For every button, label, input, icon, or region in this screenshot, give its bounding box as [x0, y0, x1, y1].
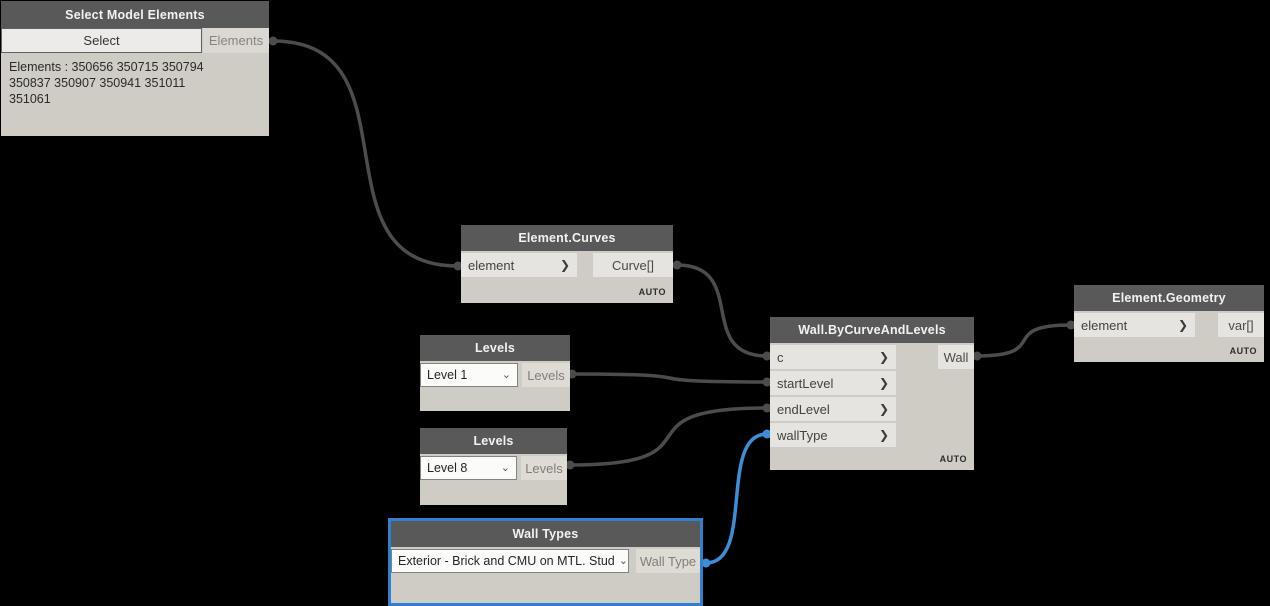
wire-elements-to-elementcurves[interactable]	[271, 39, 460, 268]
port-dot-startlevel-in[interactable]	[762, 377, 772, 387]
node-header[interactable]: Element.Curves	[461, 225, 673, 251]
input-port-walltype[interactable]: wallType ❯	[770, 423, 896, 447]
node-header[interactable]: Wall.ByCurveAndLevels	[770, 317, 974, 343]
node-title: Levels	[473, 434, 514, 448]
node-header[interactable]: Levels	[420, 335, 570, 361]
node-element-geometry[interactable]: Element.Geometry element ❯ var[] AUTO	[1074, 285, 1264, 362]
chevron-right-icon: ❯	[878, 376, 889, 390]
node-select-model-elements[interactable]: Select Model Elements Select Elements El…	[1, 1, 269, 136]
node-header[interactable]: Wall Types	[391, 521, 700, 547]
port-dot-geometry-element-in[interactable]	[1066, 320, 1076, 330]
level-dropdown[interactable]: Level 8 ⌄	[420, 456, 517, 480]
input-port-c[interactable]: c ❯	[770, 345, 896, 369]
output-port-elements[interactable]: Elements	[203, 28, 269, 53]
output-port-levels[interactable]: Levels	[521, 456, 567, 480]
port-dot-c-in[interactable]	[762, 351, 772, 361]
selected-elements-value: Elements : 350656 350715 350794 350837 3…	[9, 60, 204, 106]
port-dot-walltype-out[interactable]	[701, 558, 711, 568]
output-port-wall[interactable]: Wall	[938, 345, 974, 369]
wire-walltype-to-walltype-input[interactable]	[704, 432, 769, 565]
node-title: Select Model Elements	[65, 7, 205, 22]
port-dot-element-in[interactable]	[453, 261, 463, 271]
node-element-curves[interactable]: Element.Curves element ❯ Curve[] AUTO	[461, 225, 673, 303]
port-dot-elements-out[interactable]	[268, 36, 278, 46]
wire-level1-to-startlevel[interactable]	[570, 372, 769, 384]
output-port-curve[interactable]: Curve[]	[593, 253, 673, 277]
wall-type-dropdown[interactable]: Exterior - Brick and CMU on MTL. Stud ⌄	[391, 549, 629, 573]
port-dot-curve-out[interactable]	[672, 260, 682, 270]
node-title: Levels	[474, 341, 516, 355]
node-header[interactable]: Select Model Elements	[1, 1, 269, 28]
node-wall-bycurveandlevels[interactable]: Wall.ByCurveAndLevels c ❯ Wall startLeve…	[770, 317, 974, 470]
input-port-element[interactable]: element ❯	[1074, 313, 1195, 337]
output-port-wall-type[interactable]: Wall Type	[636, 549, 700, 573]
port-dot-walltype-in[interactable]	[762, 429, 772, 439]
chevron-right-icon: ❯	[559, 258, 570, 272]
level-dropdown[interactable]: Level 1 ⌄	[420, 363, 518, 387]
output-port-var[interactable]: var[]	[1218, 313, 1264, 337]
node-levels-end[interactable]: Levels Level 8 ⌄ Levels	[420, 428, 567, 505]
lacing-badge: AUTO	[638, 287, 666, 297]
input-port-startlevel[interactable]: startLevel ❯	[770, 371, 896, 395]
node-title: Element.Curves	[518, 231, 616, 245]
chevron-down-icon: ⌄	[500, 461, 510, 474]
chevron-down-icon: ⌄	[501, 368, 511, 381]
port-dot-levels8-out[interactable]	[565, 460, 575, 470]
node-header[interactable]: Element.Geometry	[1074, 285, 1264, 311]
output-port-levels[interactable]: Levels	[522, 363, 570, 387]
input-port-endlevel[interactable]: endLevel ❯	[770, 397, 896, 421]
wire-level8-to-endlevel[interactable]	[568, 406, 769, 467]
chevron-right-icon: ❯	[1177, 318, 1188, 332]
select-button[interactable]: Select	[1, 28, 202, 53]
lacing-badge: AUTO	[939, 454, 967, 464]
port-dot-wall-out[interactable]	[972, 351, 982, 361]
chevron-right-icon: ❯	[878, 428, 889, 442]
node-wall-types[interactable]: Wall Types Exterior - Brick and CMU on M…	[388, 518, 703, 606]
input-port-element[interactable]: element ❯	[461, 253, 577, 277]
wire-wall-to-elementgeometry[interactable]	[975, 323, 1073, 358]
lacing-badge: AUTO	[1229, 346, 1257, 356]
chevron-down-icon: ⌄	[618, 554, 628, 567]
chevron-right-icon: ❯	[878, 350, 889, 364]
wire-curves-to-c[interactable]	[675, 263, 769, 358]
node-title: Wall Types	[512, 527, 579, 541]
node-header[interactable]: Levels	[420, 428, 567, 454]
node-levels-start[interactable]: Levels Level 1 ⌄ Levels	[420, 335, 570, 411]
node-title: Wall.ByCurveAndLevels	[798, 323, 946, 337]
port-dot-endlevel-in[interactable]	[762, 403, 772, 413]
chevron-right-icon: ❯	[878, 402, 889, 416]
node-title: Element.Geometry	[1112, 291, 1226, 305]
